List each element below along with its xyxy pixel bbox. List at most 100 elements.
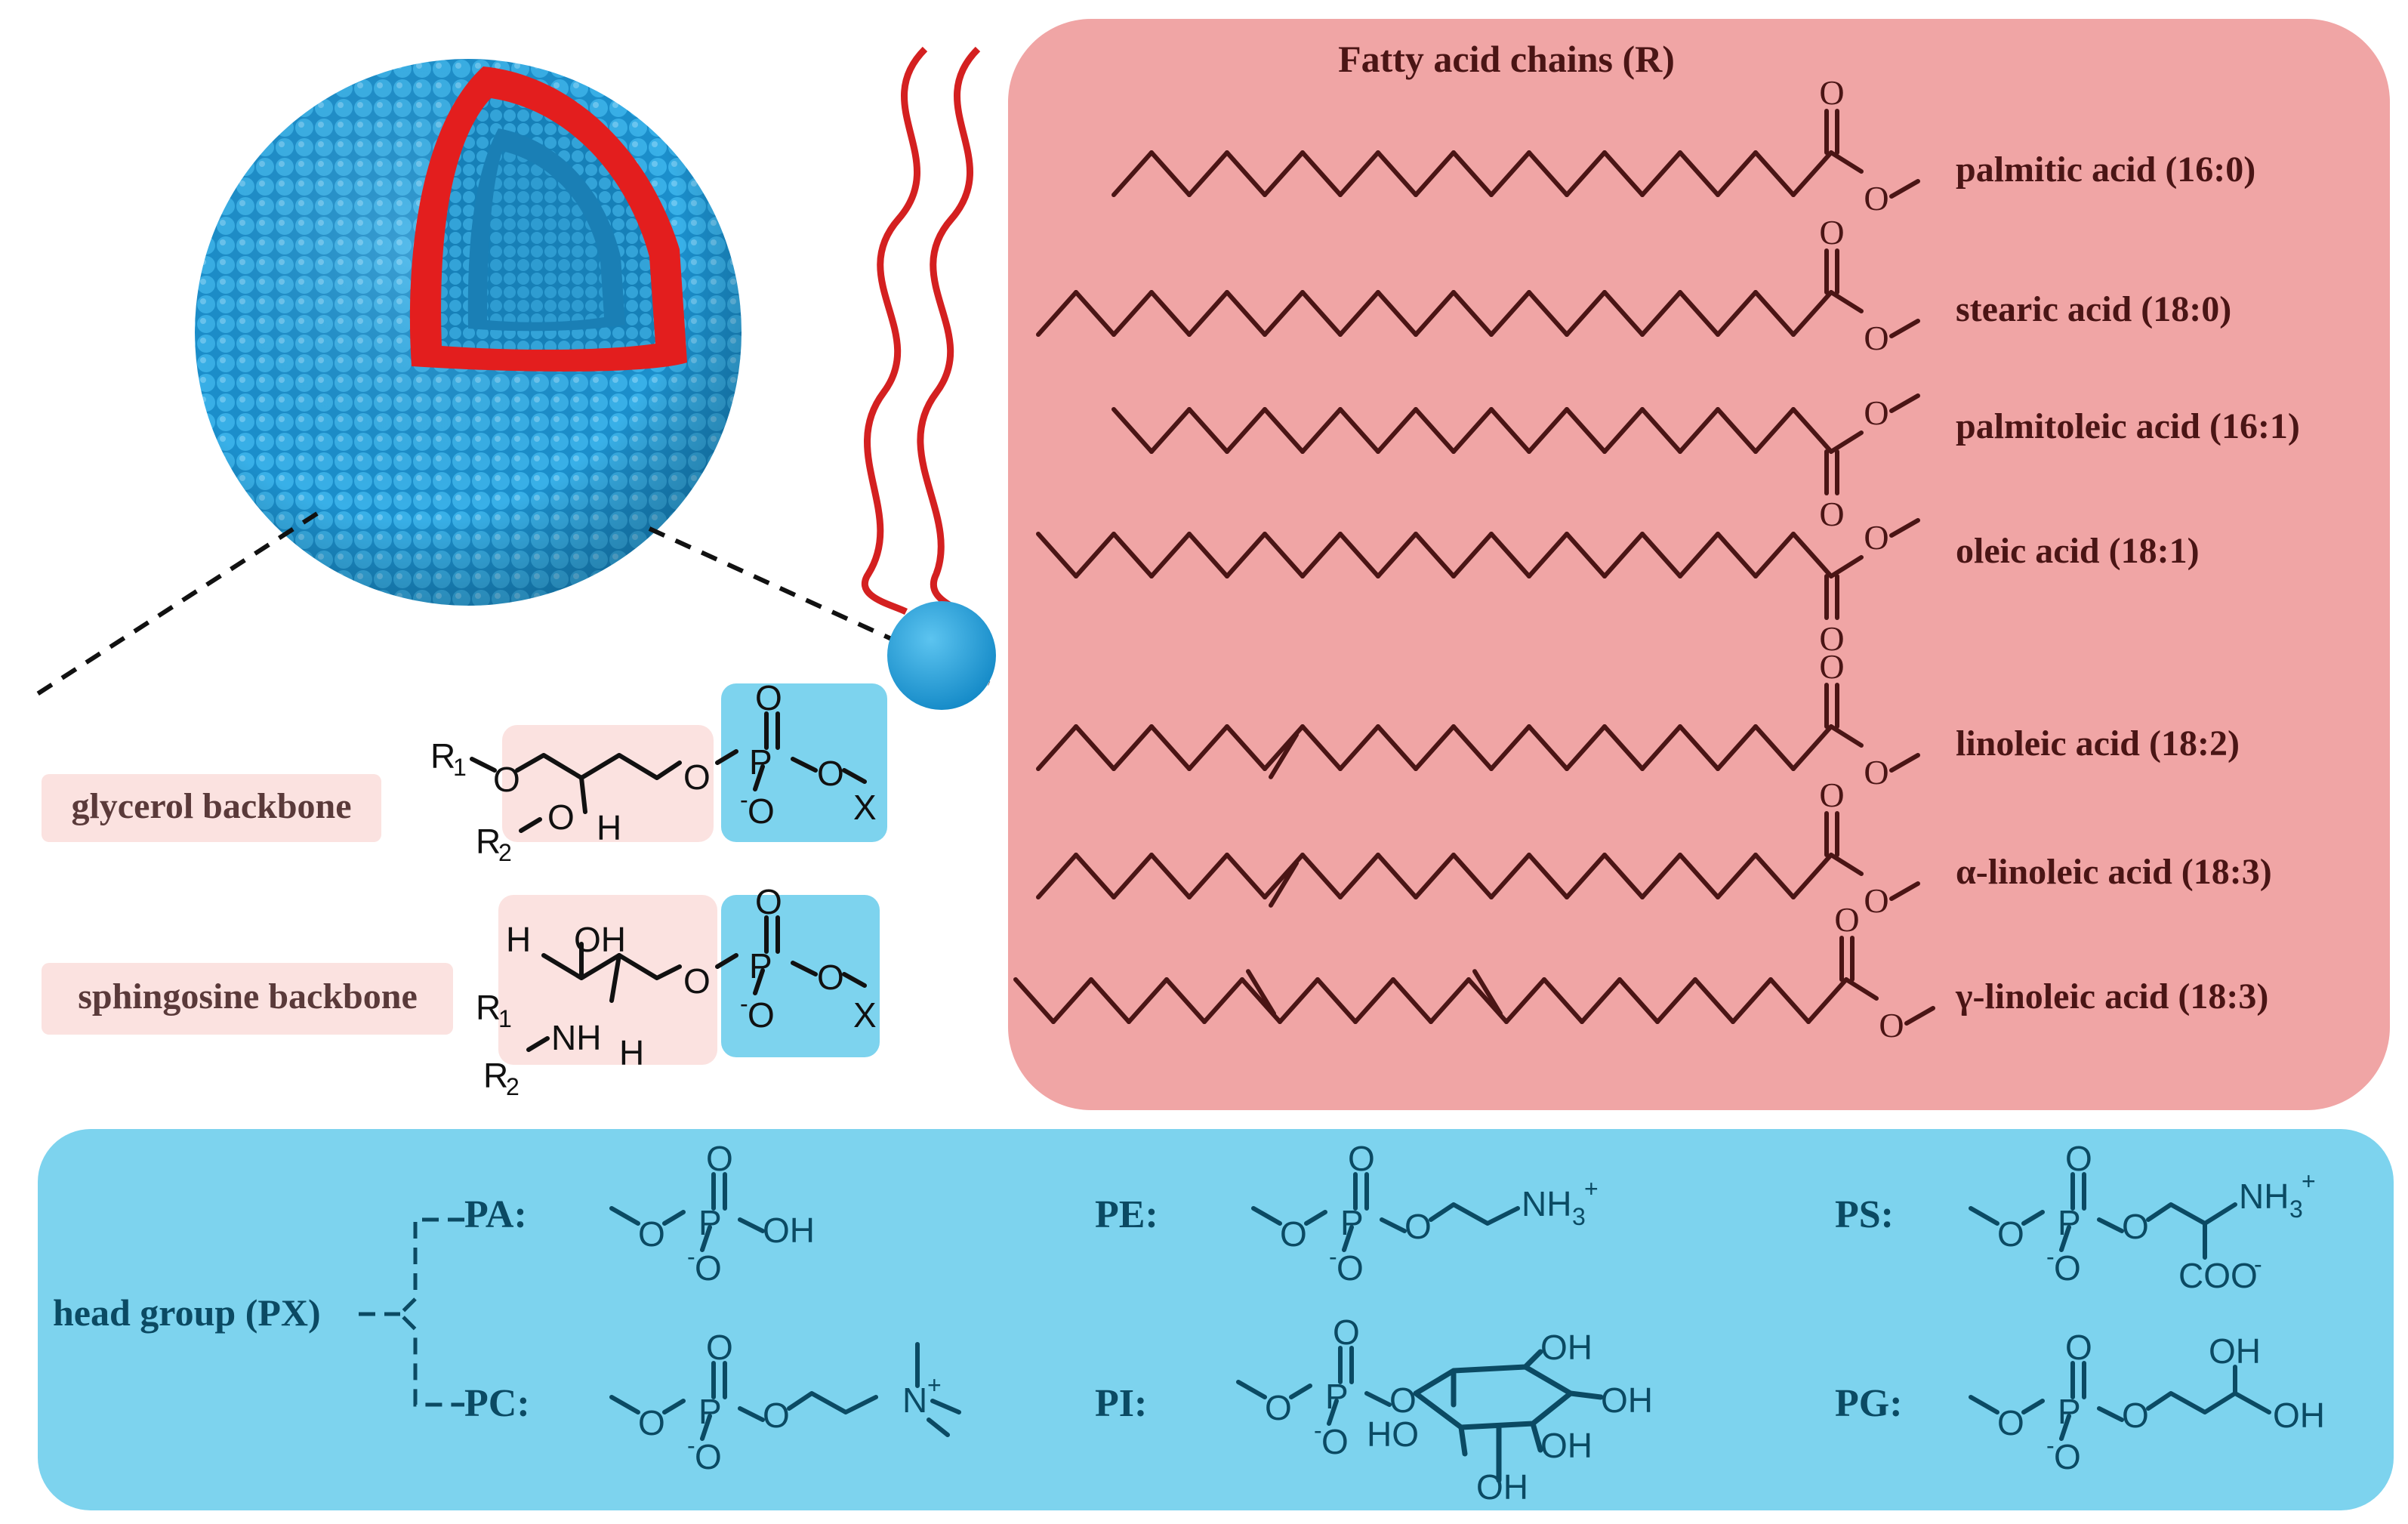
svg-text:H: H	[597, 808, 621, 847]
PI-structure: O P O O- O OH OH OH HO OH	[1236, 1313, 1653, 1507]
svg-text:3: 3	[2289, 1195, 2303, 1223]
svg-text:O: O	[1337, 1248, 1364, 1288]
svg-text:O: O	[748, 791, 775, 831]
svg-text:O: O	[2065, 1139, 2092, 1178]
fatty-acid-name: palmitoleic acid (16:1)	[1956, 406, 2300, 446]
svg-text:O: O	[1280, 1214, 1307, 1254]
svg-text:X: X	[853, 995, 877, 1035]
glycerol-structure: R1 O O O H R2 P O O- O X	[430, 678, 877, 866]
head-group-PI-label: PI:	[1095, 1382, 1147, 1425]
svg-text:O: O	[695, 1248, 722, 1288]
svg-text:O: O	[1997, 1403, 2024, 1442]
zoom-lines	[29, 511, 991, 701]
svg-text:O: O	[1879, 1006, 1904, 1044]
PC-structure: O P O O- O N+	[609, 1328, 961, 1476]
svg-text:O: O	[2065, 1328, 2092, 1367]
fatty-acid-name: α-linoleic acid (18:3)	[1956, 852, 2272, 892]
svg-text:+: +	[2302, 1168, 2316, 1195]
sphingosine-phosphate-highlight	[721, 895, 880, 1057]
svg-text:O: O	[1864, 518, 1888, 557]
lipid-tail-right	[917, 46, 981, 615]
svg-text:N: N	[902, 1381, 927, 1420]
svg-text:O: O	[1321, 1422, 1349, 1461]
svg-text:O: O	[1819, 647, 1844, 686]
fatty-acid-name: stearic acid (18:0)	[1956, 289, 2231, 329]
svg-text:OH: OH	[574, 920, 626, 959]
PG-structure: O P O O- O OH OH	[1969, 1328, 2325, 1476]
svg-text:O: O	[817, 958, 844, 997]
svg-text:X: X	[853, 788, 877, 827]
svg-text:3: 3	[1572, 1203, 1586, 1230]
head-group-PG-label: PG:	[1835, 1382, 1903, 1425]
svg-text:O: O	[1819, 619, 1844, 658]
fatty-acid-row: OOα-linoleic acid (18:3)	[1036, 776, 2272, 920]
svg-text:O: O	[1819, 213, 1844, 251]
sphingosine-label-bg	[42, 963, 453, 1035]
lipid-tail-left	[861, 46, 928, 615]
svg-text:O: O	[1348, 1139, 1375, 1178]
svg-text:O: O	[1333, 1313, 1360, 1352]
liposome-illustration	[195, 59, 742, 606]
svg-text:O: O	[638, 1214, 665, 1254]
fatty-acid-title: Fatty acid chains (R)	[1338, 38, 1675, 80]
svg-text:-: -	[2254, 1251, 2262, 1278]
glycerol-core-highlight	[502, 725, 714, 842]
svg-text:OH: OH	[2273, 1396, 2325, 1435]
sphingosine-label: sphingosine backbone	[78, 976, 418, 1017]
head-group-PC-label: PC:	[464, 1382, 530, 1425]
svg-text:O: O	[748, 995, 775, 1035]
fatty-acid-name: oleic acid (18:1)	[1956, 531, 2200, 571]
svg-text:R: R	[476, 822, 501, 861]
svg-text:O: O	[683, 757, 711, 797]
svg-text:NH: NH	[1522, 1184, 1571, 1223]
svg-text:OH: OH	[1540, 1328, 1592, 1367]
svg-text:R: R	[476, 988, 501, 1027]
head-group-title: head group (PX)	[53, 1291, 321, 1334]
head-group-PS-label: PS:	[1835, 1193, 1894, 1236]
svg-text:NH: NH	[2239, 1177, 2289, 1216]
svg-text:1: 1	[453, 754, 467, 781]
svg-text:O: O	[1819, 73, 1844, 112]
svg-text:O: O	[1864, 319, 1888, 357]
svg-text:-: -	[740, 990, 748, 1017]
fatty-acid-row: OOγ-linoleic acid (18:3)	[1013, 900, 2268, 1044]
svg-text:P: P	[749, 742, 772, 782]
svg-text:OH: OH	[763, 1211, 815, 1250]
svg-text:-: -	[2046, 1243, 2055, 1270]
svg-text:O: O	[706, 1328, 733, 1367]
svg-text:P: P	[698, 1392, 722, 1431]
svg-text:P: P	[1325, 1377, 1349, 1416]
svg-text:2: 2	[498, 839, 512, 866]
lipid-molecule-icon	[861, 46, 996, 710]
head-group-bracket	[359, 1217, 464, 1407]
head-group-panel	[38, 1129, 2394, 1510]
svg-text:O: O	[706, 1139, 733, 1178]
svg-text:O: O	[1265, 1388, 1292, 1427]
svg-text:-: -	[1314, 1417, 1322, 1444]
svg-text:P: P	[1340, 1203, 1364, 1242]
svg-text:O: O	[1404, 1207, 1432, 1246]
svg-text:O: O	[2054, 1437, 2081, 1476]
fatty-acid-name: palmitic acid (16:0)	[1956, 150, 2255, 190]
svg-text:O: O	[2122, 1207, 2149, 1246]
svg-text:COO: COO	[2178, 1256, 2258, 1295]
svg-text:-: -	[687, 1243, 695, 1270]
svg-text:P: P	[698, 1203, 722, 1242]
svg-text:H: H	[506, 920, 531, 959]
svg-text:O: O	[547, 797, 575, 837]
svg-text:-: -	[687, 1432, 695, 1459]
sphingosine-core-highlight	[498, 895, 717, 1065]
svg-text:+: +	[927, 1371, 942, 1399]
head-group-PA-label: PA:	[464, 1193, 527, 1236]
svg-text:O: O	[638, 1403, 665, 1442]
svg-text:1: 1	[498, 1005, 512, 1032]
svg-text:P: P	[749, 946, 772, 986]
svg-text:O: O	[2054, 1248, 2081, 1288]
svg-text:O: O	[1997, 1214, 2024, 1254]
svg-text:-: -	[1329, 1243, 1337, 1270]
